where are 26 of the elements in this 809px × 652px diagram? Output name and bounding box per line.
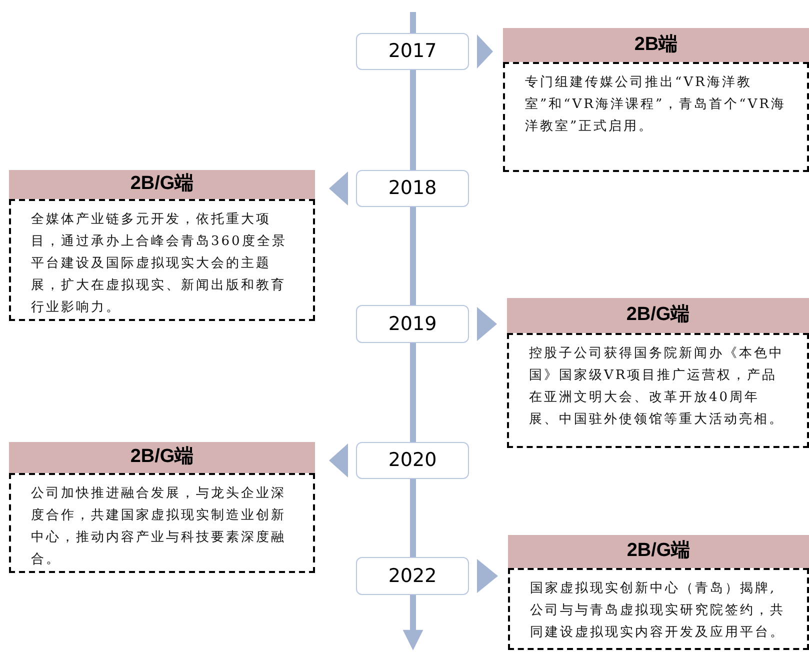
year-box: 2022 (356, 557, 469, 595)
timeline-line (410, 207, 416, 305)
arrow (477, 34, 493, 68)
timeline-line (410, 479, 416, 557)
year-box: 2018 (356, 170, 469, 207)
arrow (477, 307, 497, 341)
card-heading: 2B/G端 (9, 170, 315, 198)
card-body-text: 全媒体产业链多元开发，依托重大项目，通过承办上合峰会青岛360度全景平台建设及国际虚拟现实大会的主题展，扩大在虚拟现实、新闻出版和教育行业影响力。 (9, 198, 315, 320)
arrow (329, 172, 348, 206)
year-box: 2017 (356, 33, 469, 70)
card-heading: 2B/G端 (9, 442, 315, 473)
arrow (329, 444, 348, 478)
timeline-arrow (402, 595, 424, 650)
card-heading: 2B/G端 (508, 535, 809, 568)
timeline-line (410, 12, 416, 33)
card-heading: 2B端 (503, 28, 809, 62)
timeline-line (410, 70, 416, 170)
card-body-text: 国家虚拟现实创新中心（青岛）揭牌,公司与与青岛虚拟现实研究院签约，共同建设虚拟现实内容开发及应用平台。 (508, 568, 809, 650)
card-body-text: 控股子公司获得国务院新闻办《本色中国》国家级VR项目推广运营权，产品在亚洲文明大会、改革开放40周年展、中国驻外使领馆等重大活动亮相。 (507, 333, 809, 448)
card-body-text: 专门组建传媒公司推出“VR海洋教室”和“VR海洋课程”，青岛首个“VR海洋教室”正式启用。 (503, 62, 809, 172)
card-body-text: 公司加快推进融合发展，与龙头企业深度合作，共建国家虚拟现实制造业创新中心，推动内容产业与科技要素深度融合。 (9, 473, 315, 573)
year-box: 2019 (356, 305, 469, 343)
year-box: 2020 (356, 442, 469, 479)
card-heading: 2B/G端 (507, 298, 809, 333)
timeline-line (410, 343, 416, 442)
arrow (477, 559, 498, 593)
